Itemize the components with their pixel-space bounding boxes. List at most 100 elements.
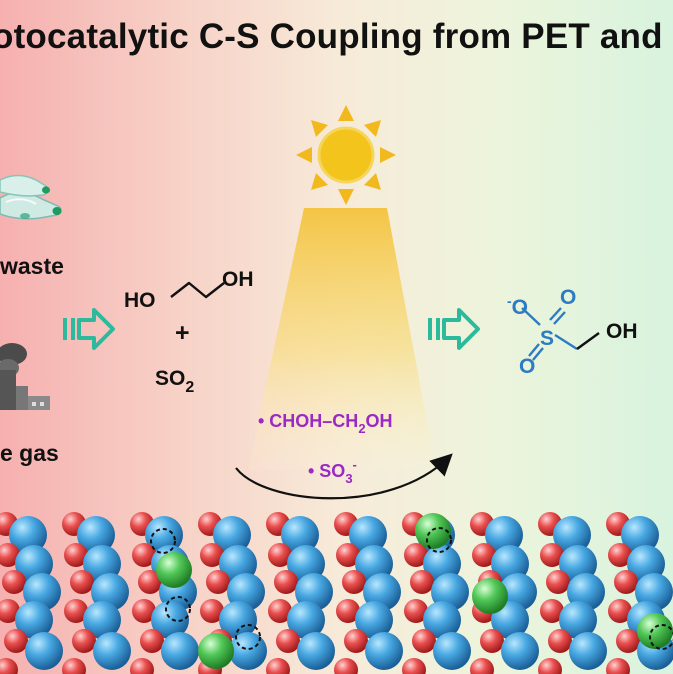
product-sulfur: S — [540, 327, 555, 350]
red-atom — [0, 599, 20, 623]
red-atom — [616, 629, 640, 653]
plastic-bottles-icon — [0, 174, 62, 220]
red-atom — [64, 599, 88, 623]
blue-atom — [349, 516, 387, 554]
product-o-negative: -O — [507, 293, 528, 320]
blue-atom — [213, 516, 251, 554]
green-atom — [156, 552, 192, 588]
blue-atom — [219, 601, 257, 639]
blue-atom — [559, 601, 597, 639]
blue-atom — [151, 601, 189, 639]
flue-gas-label: e gas — [0, 440, 59, 466]
red-atom — [268, 543, 292, 567]
blue-atom — [287, 601, 325, 639]
radical-1-subscript: 2 — [358, 421, 366, 436]
blue-atom — [297, 632, 335, 670]
product-oh: OH — [606, 320, 638, 343]
red-atom — [4, 629, 28, 653]
red-atom — [276, 629, 300, 653]
red-atom — [140, 629, 164, 653]
green-atom — [637, 613, 673, 649]
blue-atom — [15, 601, 53, 639]
blue-atom — [25, 632, 63, 670]
red-atom — [336, 543, 360, 567]
vacancy-marker — [235, 624, 261, 650]
radical-chohch2oh: • CHOH–CH2OH — [258, 411, 393, 436]
red-atom — [62, 658, 86, 674]
vacancy-marker — [150, 528, 176, 554]
red-atom — [138, 570, 162, 594]
red-atom — [336, 599, 360, 623]
vacancy-marker — [426, 527, 452, 553]
red-atom — [132, 543, 156, 567]
red-atom — [130, 658, 154, 674]
red-atom — [404, 543, 428, 567]
red-atom — [606, 658, 630, 674]
red-atom — [274, 570, 298, 594]
blue-atom — [161, 632, 199, 670]
blue-atom — [229, 632, 267, 670]
vacancy-marker — [649, 624, 673, 650]
red-atom — [334, 658, 358, 674]
red-atom — [0, 543, 20, 567]
glycol-oh: OH — [222, 268, 254, 291]
blue-atom — [365, 632, 403, 670]
blue-atom — [9, 516, 47, 554]
hollow-arrow-icon — [428, 308, 480, 350]
red-atom — [472, 543, 496, 567]
plus-sign: + — [175, 319, 190, 347]
red-atom — [402, 658, 426, 674]
radical-1-tail: OH — [365, 411, 393, 431]
red-atom — [64, 543, 88, 567]
red-atom — [540, 599, 564, 623]
sun-icon — [296, 105, 396, 205]
red-atom — [608, 599, 632, 623]
curved-arrow-icon — [235, 453, 453, 500]
vacancy-marker — [165, 596, 191, 622]
blue-atom — [485, 516, 523, 554]
glycol-ho: HO — [124, 289, 156, 312]
red-atom — [268, 599, 292, 623]
red-atom — [404, 599, 428, 623]
blue-atom — [569, 632, 607, 670]
green-atom — [415, 513, 451, 549]
red-atom — [344, 629, 368, 653]
radical-2-subscript: 3 — [345, 471, 353, 486]
product-o-top: O — [560, 286, 577, 309]
radical-2-main: • SO — [308, 461, 346, 481]
so2-formula: SO2 — [155, 367, 194, 396]
catalyst-surface — [0, 512, 673, 674]
red-atom — [548, 629, 572, 653]
red-atom — [410, 570, 434, 594]
red-atom — [540, 543, 564, 567]
product-charge: - — [507, 293, 512, 309]
blue-atom — [281, 516, 319, 554]
red-atom — [546, 570, 570, 594]
blue-atom — [553, 516, 591, 554]
red-atom — [614, 570, 638, 594]
so2-subscript: 2 — [185, 379, 195, 396]
hollow-arrow-icon — [63, 308, 115, 350]
red-atom — [200, 543, 224, 567]
blue-atom — [77, 516, 115, 554]
red-atom — [342, 570, 366, 594]
red-atom — [266, 658, 290, 674]
so2-main: SO — [155, 367, 186, 390]
radical-1-main: • CHOH–CH — [258, 411, 359, 431]
red-atom — [608, 543, 632, 567]
blue-atom — [355, 601, 393, 639]
blue-atom — [501, 632, 539, 670]
blue-atom — [621, 516, 659, 554]
red-atom — [2, 570, 26, 594]
radical-so3: • SO3- — [308, 457, 357, 486]
blue-atom — [93, 632, 131, 670]
page-title: otocatalytic C-S Coupling from PET and S — [0, 17, 673, 56]
blue-atom — [423, 601, 461, 639]
factory-smoke-icon — [0, 343, 50, 410]
red-atom — [206, 570, 230, 594]
red-atom — [480, 629, 504, 653]
product-o-bottom: O — [519, 355, 536, 378]
blue-atom — [433, 632, 471, 670]
red-atom — [70, 570, 94, 594]
